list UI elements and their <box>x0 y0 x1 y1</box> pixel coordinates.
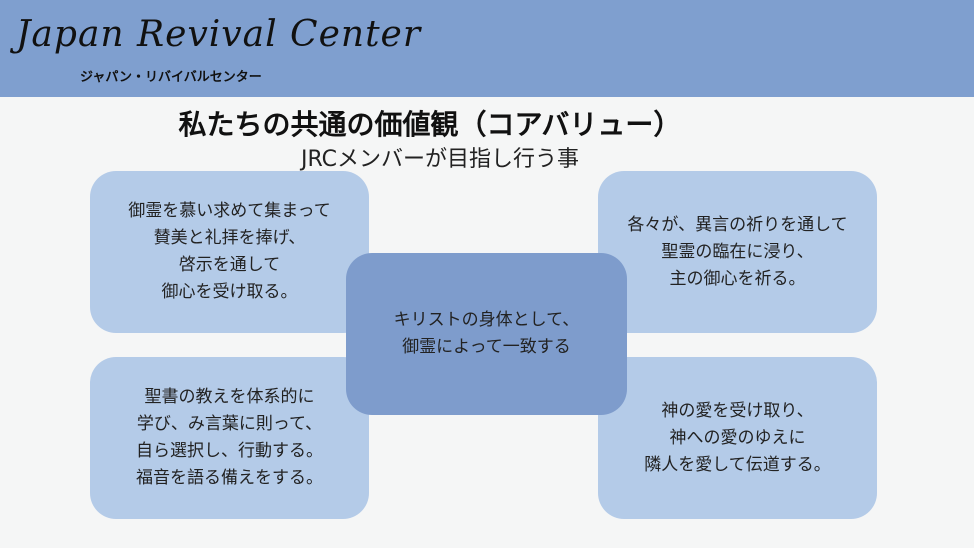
page-title: 私たちの共通の価値観（コアバリュー） <box>178 108 682 141</box>
value-card-love: 神の愛を受け取り、 神への愛のゆえに 隣人を愛して伝道する。 <box>598 357 877 519</box>
value-card-scripture: 聖書の教えを体系的に 学び、み言葉に則って、 自ら選択し、行動する。 福音を語る… <box>90 357 369 519</box>
page-subtitle: JRCメンバーが目指し行う事 <box>300 147 580 172</box>
value-card-prayer: 各々が、異言の祈りを通して 聖霊の臨在に浸り、 主の御心を祈る。 <box>598 171 877 333</box>
value-card-worship: 御霊を慕い求めて集まって 賛美と礼拝を捧げ、 啓示を通して 御心を受け取る。 <box>90 171 369 333</box>
logo: Japan Revival Center <box>16 14 422 55</box>
logo-subtitle: ジャパン・リバイバルセンター <box>80 70 262 85</box>
value-card-unity: キリストの身体として、 御霊によって一致する <box>346 253 627 415</box>
header-banner: Japan Revival Center ジャパン・リバイバルセンター <box>0 0 974 97</box>
